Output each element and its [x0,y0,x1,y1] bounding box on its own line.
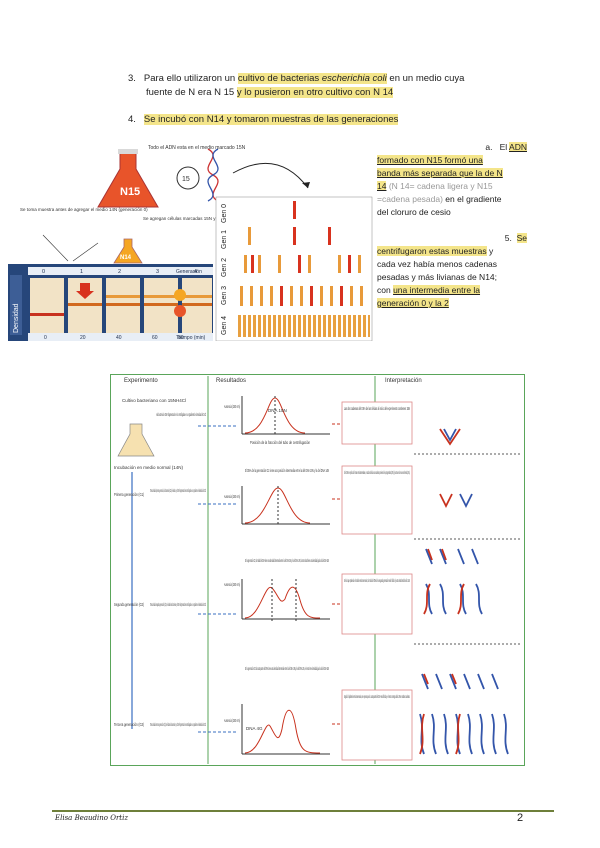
svg-text:60: 60 [152,335,158,341]
note-5: 5. Se centrifugaron estas muestras y cad… [377,233,527,308]
dna-replication-icons [419,428,509,755]
exp-text-8: Transcurrida la tercera generación (G3),… [150,722,206,727]
result-3-peak: DNA 4G [246,726,263,731]
item-3-line-2: fuente de N era N 15 y lo pusieron en ot… [146,87,394,98]
svg-text:Gen 2: Gen 2 [221,258,228,277]
interp-0: Las dos cadenas del DNA de las células a… [344,406,410,411]
result-0-text: Posición de la fracción del tubo de cent… [250,440,310,445]
interp-1: Si el DNA se replica de forma semiconser… [344,470,410,475]
figure-2-headers: Experimento Resultados Interpretación [124,378,422,384]
svg-text:Resultados: Resultados [216,378,246,384]
culture-flask-icon [117,423,155,457]
dna-helix-icon [207,148,219,202]
generation-numbers: 0 1 2 3 4 [42,269,197,275]
figure-1-image: N15 15 Todo el ADN esta en el medio marc… [8,143,373,342]
svg-text:Gen 0: Gen 0 [221,204,228,223]
svg-text:Gen 3: Gen 3 [221,286,228,305]
item-3: 3. Para ello utilizaron un cultivo de ba… [128,73,465,84]
flask-n14-icon [113,238,143,264]
generacion-label: Generación [176,269,202,275]
svg-text:1: 1 [80,269,83,275]
svg-text:4: 4 [194,269,197,275]
item-4-highlight: Se incubó con N14 y tomaron muestras de … [143,114,399,125]
svg-text:Experimento: Experimento [124,378,158,384]
interp-3: Según la hipótesis semiconservativa, se … [344,694,410,699]
footer-author: Elisa Beaudino Ortiz [55,814,129,822]
interp-dividers [414,453,520,645]
svg-text:0: 0 [42,269,45,275]
svg-text:20: 20 [80,335,86,341]
density-label: Densidad [13,303,20,333]
svg-text:0: 0 [44,335,47,341]
flask-caption: Todo el ADN esta en el medio marcado 15N [148,145,246,151]
footer-rule [52,810,554,812]
figure-2: Experimento Resultados Interpretación Cu… [110,374,525,766]
result-plots [241,396,330,755]
left-caption: Se toma muestra antes de agregar el medi… [20,207,148,212]
exp-text-3: Primera generación (G1) [114,492,144,497]
figure-2-image: Experimento Resultados Interpretación Cu… [110,374,525,766]
footer-page-number: 2 [517,812,524,824]
exp-text-7: Tercera generación (G3) [114,722,144,727]
flask-n14-label: N14 [120,255,132,261]
svg-text:40: 40 [116,335,122,341]
flask-n15-icon [97,149,159,208]
exp-text-1: A la bacteria de DNA fragmentado se lo c… [156,412,206,417]
svg-text:80: 80 [178,335,184,341]
result-1-text: El DNA de la generación G1 tiene una pos… [245,468,329,473]
result-3-text: En la generación G3 la cuarta parte del … [245,666,329,671]
item-4: 4. Se incubó con N14 y tomaron muestras … [128,113,528,127]
svg-text:15: 15 [182,176,190,183]
exp-text-0: Cultivo bacteriano con 15NH4Cl [122,398,186,403]
result-3-note: Ausencia (260 nm) [224,718,240,723]
tiempo-ticks: 0 20 40 60 80 [44,335,184,341]
svg-text:2: 2 [118,269,121,275]
svg-text:Interpretación: Interpretación [385,378,422,384]
item-3-highlight: cultivo de bacterias escherichia coli [237,73,387,84]
exp-text-5: Segunda generación (G2) [114,602,144,607]
item-3-highlight-2: y lo pusieron en otro cultivo con N 14 [236,87,394,98]
gel-bands [236,201,370,337]
exp-text-2: Incubación en medio normal (14N) [114,465,184,470]
result-2-note: Ausencia (260 nm) [224,582,240,587]
interpretation-boxes [341,401,413,761]
item-3-number: 3. [128,73,136,84]
centrifuge-tubes [30,278,212,333]
flask-n15-label: N15 [120,186,140,198]
tiempo-label: Tiempo (min) [176,335,206,341]
item-4-number: 4. [128,114,136,125]
svg-text:3: 3 [156,269,159,275]
interp-2: Sería lo que predecía el modelo semicons… [344,578,410,583]
note-a-adn: ADN [509,142,527,152]
result-1-note: Ausencia (260 nm) [224,494,240,499]
note-a: a. El ADN formado con N15 formó una band… [377,142,527,217]
result-0-note: Ausencia (260 nm) [224,404,240,409]
figure-1: N15 15 Todo el ADN esta en el medio marc… [8,143,373,342]
exp-text-6: Transcurrida la segunda generación (G2),… [150,602,206,607]
svg-text:Gen 1: Gen 1 [221,230,228,249]
exp-text-4: Transcurrida la primera generación, las … [150,488,206,493]
result-0-peak: DNA 15N [268,408,287,413]
gel-lane-labels: Gen 0 Gen 1 Gen 2 Gen 3 Gen 4 [221,204,228,335]
item-3-text: Para ello utilizaron un [143,73,238,84]
result-2-text: En la generación G2, la mitad del DNA ti… [245,558,329,563]
svg-text:Gen 4: Gen 4 [221,316,228,335]
